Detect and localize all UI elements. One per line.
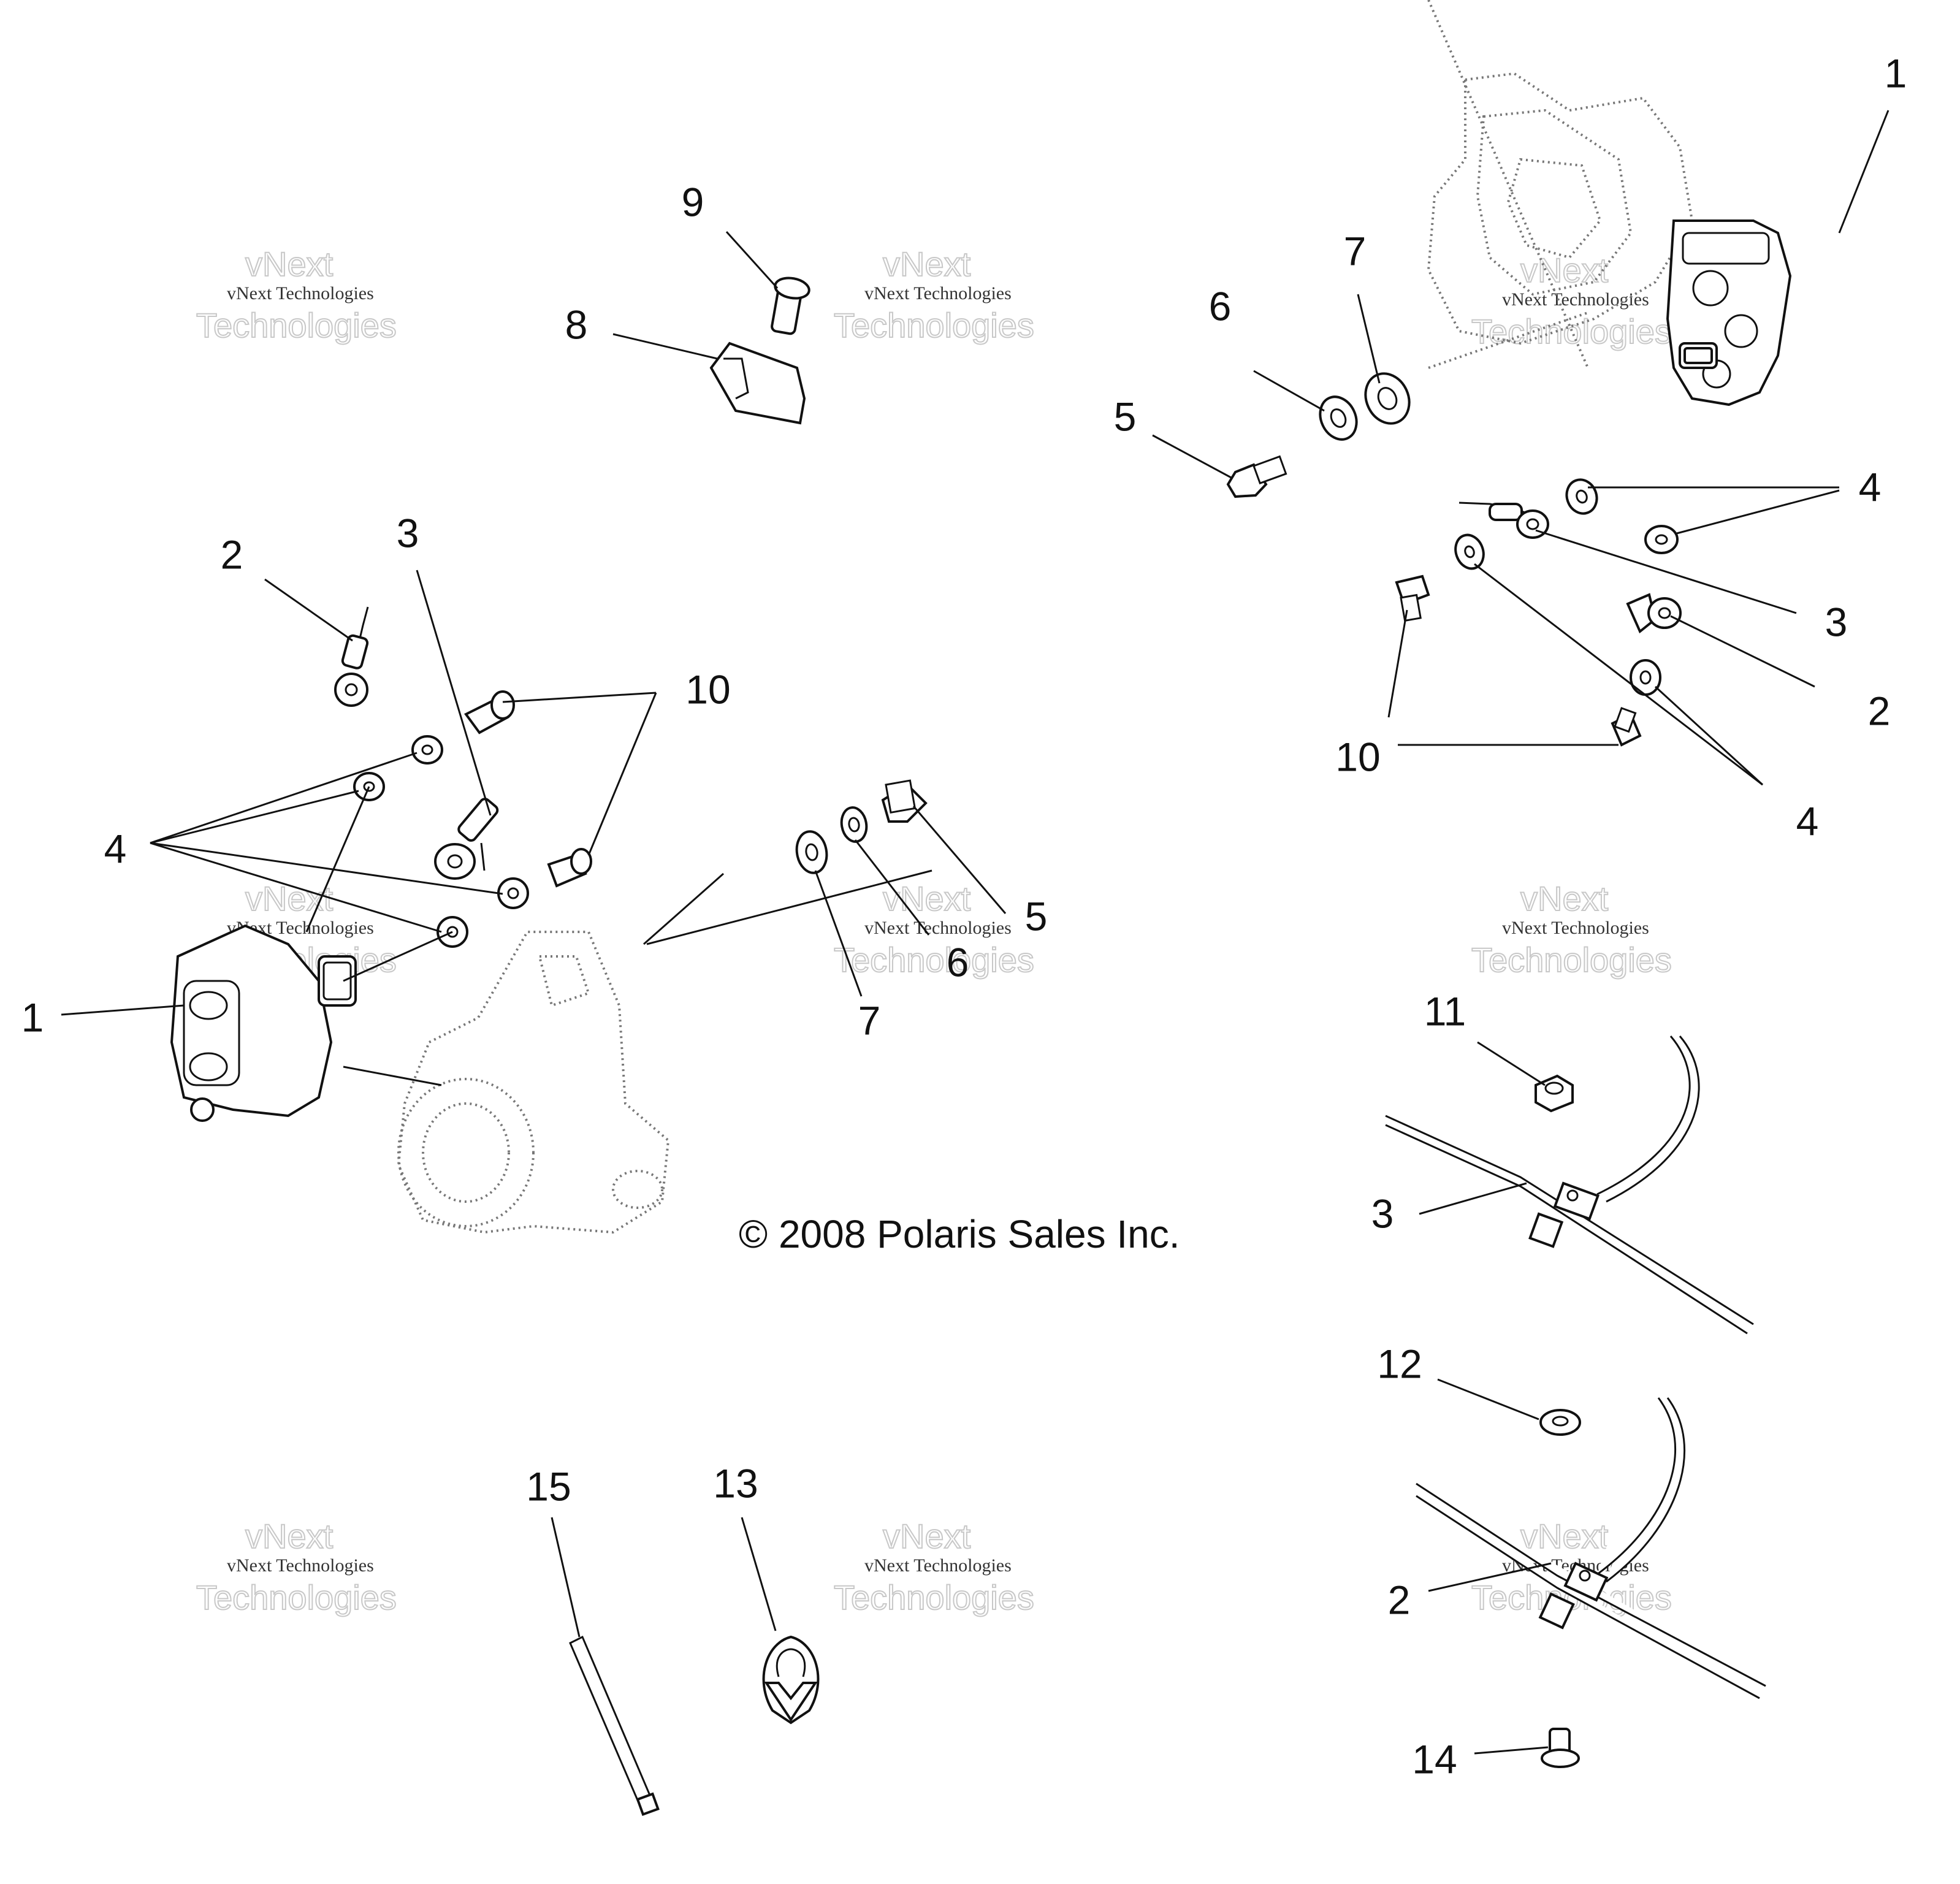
- watermark-big-text: vNext: [245, 245, 334, 283]
- callout-4-left: 4: [104, 826, 127, 871]
- push-clip-13: [762, 1635, 820, 1725]
- left-brake-line-3: [434, 798, 499, 880]
- callout-9: 9: [682, 179, 704, 224]
- watermark-big-text: vNext: [883, 879, 971, 918]
- callout-6-top: 6: [1209, 283, 1232, 329]
- watermark-big-text: Technologies: [196, 1578, 397, 1617]
- callout-8: 8: [565, 302, 588, 347]
- callout-4-right-low: 4: [1796, 798, 1819, 844]
- callout-10-right: 10: [1335, 734, 1380, 779]
- washer-12: [1539, 1409, 1581, 1436]
- watermark-big-text: Technologies: [196, 306, 397, 345]
- watermark-big-text: vNext: [883, 1517, 971, 1555]
- watermark-big-text: Technologies: [1471, 312, 1672, 351]
- left-brake-hose-2: [334, 606, 369, 707]
- clamp-assembly-upper: [1385, 1035, 1754, 1335]
- callout-7-top: 7: [1344, 228, 1367, 273]
- callout-numbers: 1 4 3 2 4 10 5 6 7 9 8 2 3 10 4 1 5 6 7 …: [21, 50, 1907, 1782]
- left-washers-5-6-7: [795, 779, 928, 874]
- watermark-text: vNext Technologies: [864, 283, 1012, 303]
- callout-5-mid: 5: [1025, 893, 1048, 939]
- right-washer-4-low: [1630, 659, 1661, 696]
- right-bolt-5: [1226, 455, 1287, 498]
- watermark-mid-right: vNext vNext Technologies Technologies: [1471, 879, 1672, 980]
- leader-lines: [61, 110, 1889, 1755]
- callout-2-right: 2: [1868, 688, 1891, 733]
- callout-11: 11: [1424, 988, 1466, 1034]
- left-banjo-bolts-10: [463, 690, 592, 888]
- right-banjo-bolt-10-low: [1611, 707, 1642, 747]
- right-knuckle-housing-ghost: [1427, 0, 1694, 368]
- flange-nut-11: [1535, 1074, 1574, 1113]
- watermark-text: vNext Technologies: [1502, 918, 1649, 938]
- callout-15: 15: [526, 1463, 571, 1509]
- screw-9: [771, 276, 810, 335]
- callout-13: 13: [713, 1460, 758, 1506]
- watermark-big-text: Technologies: [834, 1578, 1034, 1617]
- callout-1-left: 1: [21, 994, 44, 1040]
- left-washers-4: [353, 735, 529, 948]
- callout-12: 12: [1377, 1341, 1422, 1386]
- watermark-top-center: vNext vNext Technologies Technologies: [833, 244, 1035, 345]
- right-banjo-bolt-10-top: [1395, 574, 1430, 622]
- watermark-big-text: vNext: [245, 1517, 334, 1555]
- right-ghost-axis: [1428, 311, 1588, 369]
- callout-3-right: 3: [1825, 599, 1848, 644]
- watermark-big-text: Technologies: [834, 940, 1034, 979]
- callout-4-right: 4: [1859, 464, 1882, 509]
- callout-5-top: 5: [1114, 394, 1137, 439]
- right-washer-6: [1319, 395, 1358, 441]
- watermark-text: vNext Technologies: [227, 1555, 374, 1576]
- watermark-text: vNext Technologies: [864, 1555, 1012, 1576]
- callout-10-left: 10: [685, 666, 730, 712]
- callout-14: 14: [1412, 1736, 1457, 1782]
- watermark-big-text: vNext: [1520, 1517, 1609, 1555]
- clip-8: [709, 341, 806, 425]
- cable-tie-15: [569, 1635, 660, 1816]
- callout-2-cable: 2: [1388, 1577, 1411, 1622]
- watermark-big-text: vNext: [1520, 879, 1609, 918]
- clamp-assembly-lower: [1416, 1397, 1766, 1699]
- callout-3-left: 3: [397, 510, 419, 555]
- copyright-notice: © 2008 Polaris Sales Inc.: [739, 1212, 1180, 1256]
- watermark-top-left: vNext vNext Technologies Technologies: [196, 244, 397, 345]
- watermark-text: vNext Technologies: [227, 283, 374, 303]
- right-washer-4-mid: [1454, 533, 1485, 570]
- watermark-big-text: Technologies: [834, 306, 1034, 345]
- watermark-top-right: vNext vNext Technologies Technologies: [1471, 250, 1672, 351]
- watermark-text: vNext Technologies: [1502, 289, 1649, 310]
- watermark-big-text: vNext: [883, 245, 971, 283]
- callout-1-right: 1: [1885, 50, 1907, 96]
- left-knuckle-housing-ghost: [397, 931, 670, 1234]
- right-brake-line-3: [1459, 502, 1549, 539]
- right-brake-caliper: [1666, 219, 1792, 406]
- bolt-14: [1541, 1728, 1580, 1768]
- right-brake-hose-2: [1626, 593, 1682, 634]
- callout-2-left: 2: [221, 532, 243, 577]
- watermark-mid-center: vNext vNext Technologies Technologies: [833, 879, 1035, 980]
- watermark-big-text: Technologies: [1471, 940, 1672, 979]
- callout-7-mid: 7: [858, 997, 881, 1043]
- right-washer-7: [1364, 372, 1411, 425]
- left-brake-caliper: [170, 924, 357, 1122]
- watermark-bottom-left: vNext vNext Technologies Technologies: [196, 1516, 397, 1617]
- callout-3-cable: 3: [1371, 1191, 1394, 1236]
- watermark-bottom-center: vNext vNext Technologies Technologies: [833, 1516, 1035, 1617]
- watermark-text: vNext Technologies: [864, 918, 1012, 938]
- callout-6-mid: 6: [947, 939, 969, 985]
